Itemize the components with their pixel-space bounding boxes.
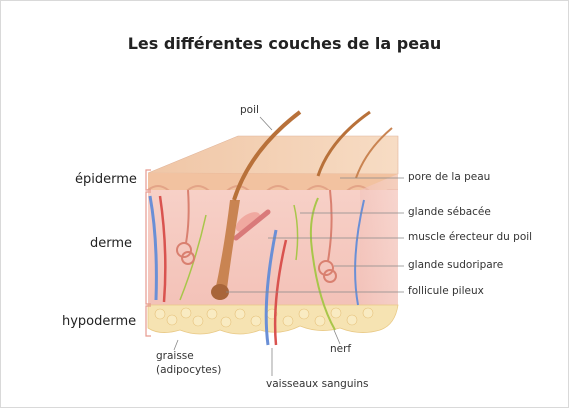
callout-poil: poil [240, 104, 259, 116]
callout-follicule: follicule pileux [408, 285, 484, 297]
callout-glande-sudoripare: glande sudoripare [408, 259, 503, 271]
dermis-side [360, 174, 398, 305]
label-epiderme: épiderme [75, 172, 137, 187]
callout-adipocytes: (adipocytes) [156, 364, 221, 376]
callout-graisse: graisse [156, 350, 194, 362]
callout-pore: pore de la peau [408, 171, 490, 183]
label-derme: derme [90, 236, 132, 251]
label-hypoderme: hypoderme [62, 314, 136, 329]
callout-glande-sebacee: glande sébacée [408, 206, 491, 218]
callout-muscle: muscle érecteur du poil [408, 231, 532, 243]
callout-nerf: nerf [330, 343, 351, 355]
callout-vaisseaux: vaisseaux sanguins [266, 378, 369, 390]
